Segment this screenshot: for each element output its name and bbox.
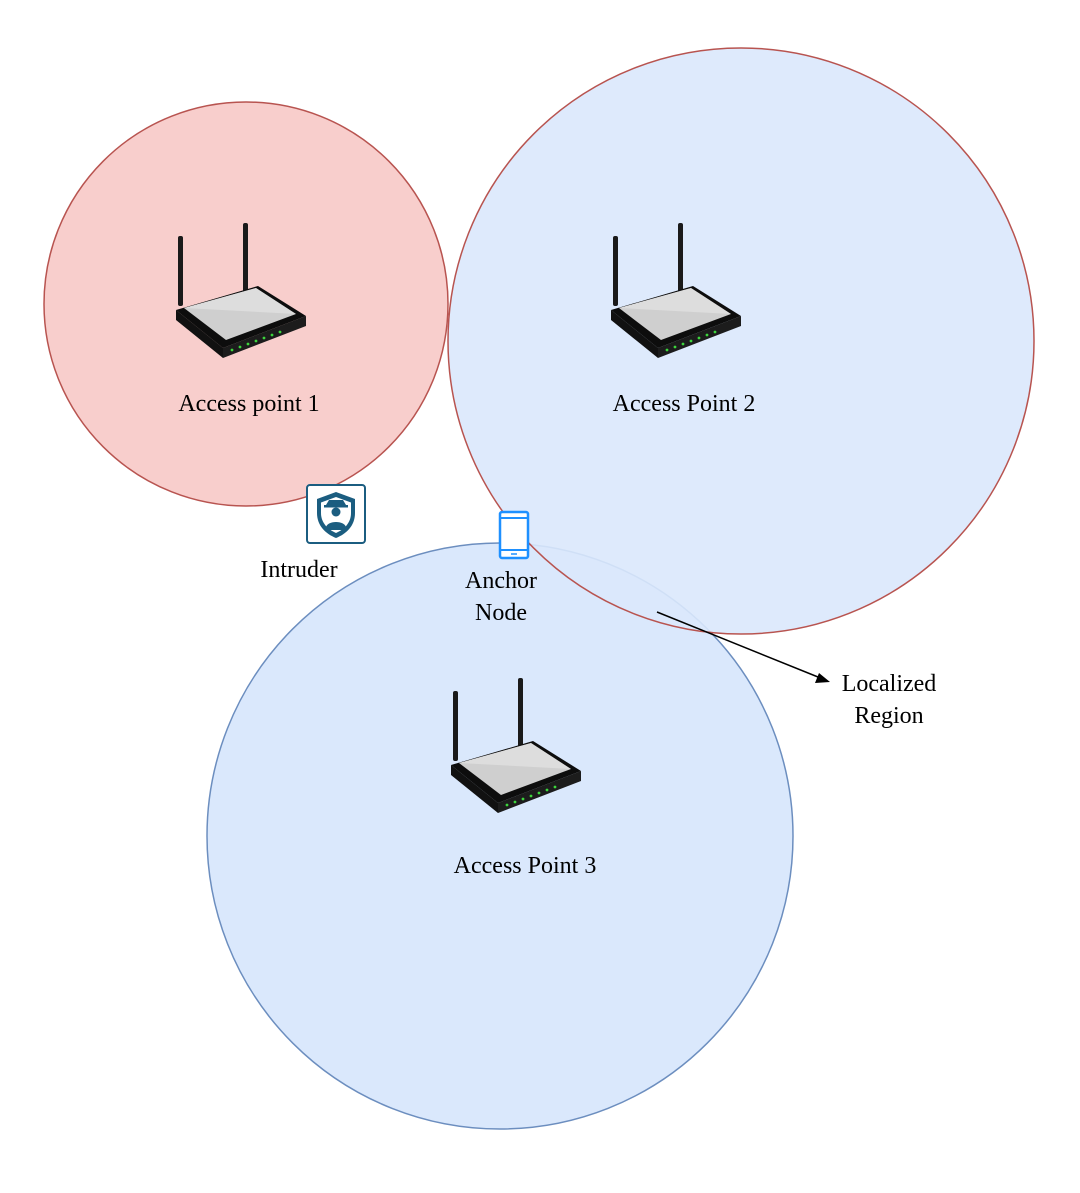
ap1-label: Access point 1 [178,391,319,417]
spy-shield-icon [306,484,366,544]
anchor-node-label-line1: Anchor [465,568,537,594]
anchor-node-label-line2: Node [475,600,527,626]
ap2-label: Access Point 2 [613,391,756,417]
ap3-label: Access Point 3 [454,853,597,879]
ap2-range-circle [447,47,1035,635]
smartphone-icon [498,510,530,560]
localized-region-arrow [656,611,830,683]
localized-region-label-line1: Localized [842,671,937,697]
intruder-label: Intruder [260,557,337,583]
localized-region-label-line2: Region [854,703,923,729]
